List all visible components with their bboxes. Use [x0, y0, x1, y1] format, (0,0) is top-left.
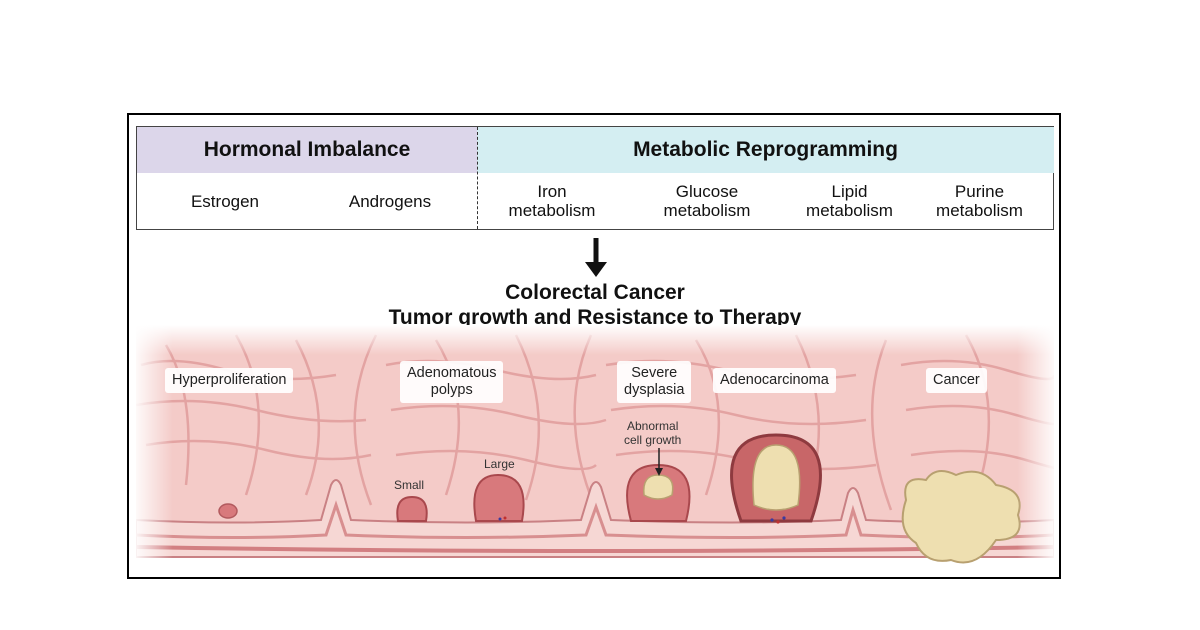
small-polyp	[396, 495, 428, 522]
diagram-title: Colorectal Cancer Tumor growth and Resis…	[300, 280, 890, 330]
item-estrogen: Estrogen	[190, 191, 260, 211]
stage-label-adenomatous-polyps: Adenomatous polyps	[400, 361, 504, 403]
item-purine-metabolism: Purine metabolism	[936, 182, 1023, 220]
down-arrow-icon	[585, 238, 607, 277]
item-lipid-metabolism: Lipid metabolism	[806, 182, 893, 220]
item-glucose-metabolism: Glucose metabolism	[663, 182, 751, 220]
annotation-abnormal-cell-growth: Abnormal cell growth	[624, 419, 682, 447]
abnormal-cell-core	[643, 474, 674, 500]
title-line-1: Colorectal Cancer	[505, 281, 685, 304]
dashed-divider	[477, 127, 478, 229]
pointer-arrow-icon	[655, 448, 663, 476]
annotation-large: Large	[484, 457, 515, 471]
item-iron-metabolism: Iron metabolism	[508, 182, 596, 220]
metabolic-reprogramming-header: Metabolic Reprogramming	[477, 127, 1054, 173]
stage-label-adenocarcinoma: Adenocarcinoma	[713, 368, 836, 393]
hyperproliferation-bump	[218, 503, 238, 519]
title-line-2: Tumor growth and Resistance to Therapy	[388, 306, 802, 329]
large-polyp	[473, 473, 525, 522]
factor-table: Hormonal Imbalance Metabolic Reprogrammi…	[136, 126, 1054, 230]
stage-label-cancer: Cancer	[926, 368, 987, 393]
colon-progression-illustration	[136, 325, 1054, 575]
item-androgens: Androgens	[348, 191, 432, 211]
stage-label-hyperproliferation: Hyperproliferation	[165, 368, 294, 393]
annotation-small: Small	[394, 478, 425, 492]
hormonal-imbalance-header: Hormonal Imbalance	[137, 127, 477, 173]
stage-label-severe-dysplasia: Severe dysplasia	[617, 361, 692, 403]
adenocarcinoma-core	[752, 444, 801, 511]
